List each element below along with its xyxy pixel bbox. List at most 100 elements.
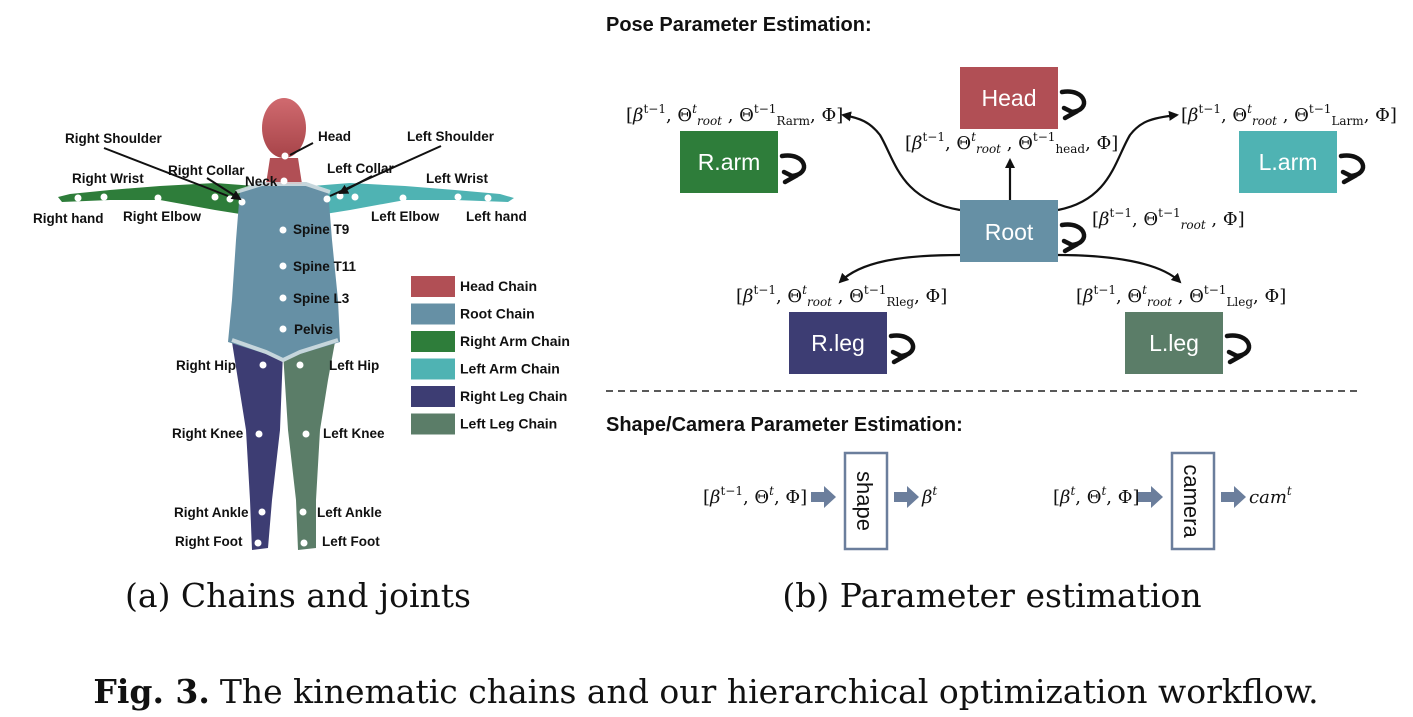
shape-camera-title: Shape/Camera Parameter Estimation: xyxy=(606,414,963,436)
root-chain-torso xyxy=(228,182,340,362)
joint-label-left-hip: Left Hip xyxy=(329,358,379,373)
formula-rleg: [βt−1, Θtroot , Θt−1Rleg, Φ] xyxy=(736,283,947,309)
joint-label-spine-t9: Spine T9 xyxy=(293,222,349,237)
joint-label-spine-t11: Spine T11 xyxy=(293,259,357,274)
legend-label: Head Chain xyxy=(460,278,537,294)
legend-swatch xyxy=(411,331,455,352)
figure-caption: Fig. 3. The kinematic chains and our hier… xyxy=(93,672,1318,711)
shape-box xyxy=(843,451,889,551)
loop-icon xyxy=(1340,169,1358,185)
loop-icon xyxy=(1059,222,1087,248)
figure-caption-label: Fig. 3. xyxy=(93,672,209,711)
camera-box-label: camera xyxy=(1179,464,1204,538)
right-leg-chain xyxy=(232,342,283,550)
joint-label-left-wrist: Left Wrist xyxy=(426,171,489,186)
loop-icon xyxy=(1338,153,1366,179)
formula-lleg: [βt−1, Θtroot , Θt−1Lleg, Φ] xyxy=(1076,283,1286,309)
camera-in-arrow xyxy=(1138,486,1163,508)
joint-label-right-elbow: Right Elbow xyxy=(123,209,201,224)
subcaption-a: (a) Chains and joints xyxy=(125,576,471,615)
joint-label-right-foot: Right Foot xyxy=(175,534,243,549)
legend-swatch xyxy=(411,386,455,407)
shape-box-label: shape xyxy=(852,471,877,531)
head-box-label: Head xyxy=(982,85,1037,111)
joint-label-right-shoulder: Right Shoulder xyxy=(65,131,162,146)
joint-labels: Head Right Shoulder Left Shoulder Right … xyxy=(33,129,527,549)
shape-output-formula: βt xyxy=(921,484,937,508)
loop-icon xyxy=(1059,89,1087,115)
joint-pointers xyxy=(103,142,442,201)
joint-label-left-foot: Left Foot xyxy=(322,534,380,549)
legend-swatch xyxy=(411,413,455,435)
left-leg-chain xyxy=(283,342,335,550)
joint-label-right-wrist: Right Wrist xyxy=(72,171,144,186)
joint-label-left-hand: Left hand xyxy=(466,209,527,224)
legend-label: Left Leg Chain xyxy=(460,416,557,432)
lleg-box xyxy=(1125,312,1223,374)
loop-icon xyxy=(888,333,916,359)
subcaption-b: (b) Parameter estimation xyxy=(782,576,1201,615)
loop-icon xyxy=(1226,349,1244,365)
joint-dots xyxy=(74,152,492,547)
joint-label-left-ankle: Left Ankle xyxy=(317,505,382,520)
figure-caption-text: The kinematic chains and our hierarchica… xyxy=(220,672,1319,711)
loop-icons xyxy=(779,89,1366,365)
pose-arrows xyxy=(838,110,1182,284)
joint-label-left-shoulder: Left Shoulder xyxy=(407,129,495,144)
shape-camera-row: [βt−1, Θt, Φ] shape βt [βt, Θt, Φ] camer… xyxy=(703,451,1292,551)
joint-label-head: Head xyxy=(318,129,351,144)
joint-label-right-ankle: Right Ankle xyxy=(174,505,249,520)
joint-label-pelvis: Pelvis xyxy=(294,322,333,337)
legend-label: Right Leg Chain xyxy=(460,388,567,404)
formula-larm: [βt−1, Θtroot , Θt−1Larm, Φ] xyxy=(1181,102,1397,128)
joint-label-right-hand: Right hand xyxy=(33,211,104,226)
formula-root: [βt−1, Θt−1root , Φ] xyxy=(1092,206,1245,232)
camera-box xyxy=(1170,451,1216,551)
root-box-label: Root xyxy=(985,219,1034,245)
joint-label-left-knee: Left Knee xyxy=(323,426,385,441)
larm-box xyxy=(1239,131,1337,193)
body-model xyxy=(58,98,514,550)
joint-label-right-collar: Right Collar xyxy=(168,163,245,178)
legend-swatch xyxy=(411,303,455,325)
joint-label-neck: Neck xyxy=(245,174,278,189)
camera-input-formula: [βt, Θt, Φ] xyxy=(1053,484,1140,508)
rarm-box xyxy=(680,131,778,193)
loop-icon xyxy=(1061,105,1079,121)
legend-swatch xyxy=(411,276,455,297)
formula-head: [βt−1, Θtroot , Θt−1head, Φ] xyxy=(905,130,1118,156)
head-chain-neck xyxy=(266,158,302,184)
loop-icon xyxy=(1061,238,1079,254)
joint-label-right-hip: Right Hip xyxy=(176,358,236,373)
shape-in-arrow xyxy=(811,486,836,508)
head-chain-head xyxy=(262,98,306,158)
joint-label-left-elbow: Left Elbow xyxy=(371,209,440,224)
loop-icon xyxy=(779,153,807,179)
formula-rarm: [βt−1, Θtroot , Θt−1Rarm, Φ] xyxy=(626,102,843,128)
camera-output-formula: camt xyxy=(1249,484,1292,508)
rleg-box xyxy=(789,312,887,374)
joint-label-left-collar: Left Collar xyxy=(327,161,395,176)
left-arm-chain xyxy=(312,183,514,214)
shape-input-formula: [βt−1, Θt, Φ] xyxy=(703,484,807,508)
pose-title: Pose Parameter Estimation: xyxy=(606,14,872,36)
loop-icon xyxy=(781,169,799,185)
rarm-box-label: R.arm xyxy=(698,149,761,175)
camera-out-arrow xyxy=(1221,486,1246,508)
head-box xyxy=(960,67,1058,129)
larm-box-label: L.arm xyxy=(1259,149,1318,175)
rleg-box-label: R.leg xyxy=(811,330,865,356)
legend-label: Right Arm Chain xyxy=(460,333,570,349)
loop-icon xyxy=(890,349,908,365)
pose-boxes: Head R.arm L.arm Root R.leg L.leg xyxy=(680,67,1337,374)
legend-label: Left Arm Chain xyxy=(460,361,560,377)
shape-out-arrow xyxy=(894,486,919,508)
joint-label-spine-l3: Spine L3 xyxy=(293,291,350,306)
loop-icon xyxy=(1224,333,1252,359)
joint-label-right-knee: Right Knee xyxy=(172,426,244,441)
lleg-box-label: L.leg xyxy=(1149,330,1199,356)
legend-swatch xyxy=(411,358,455,380)
